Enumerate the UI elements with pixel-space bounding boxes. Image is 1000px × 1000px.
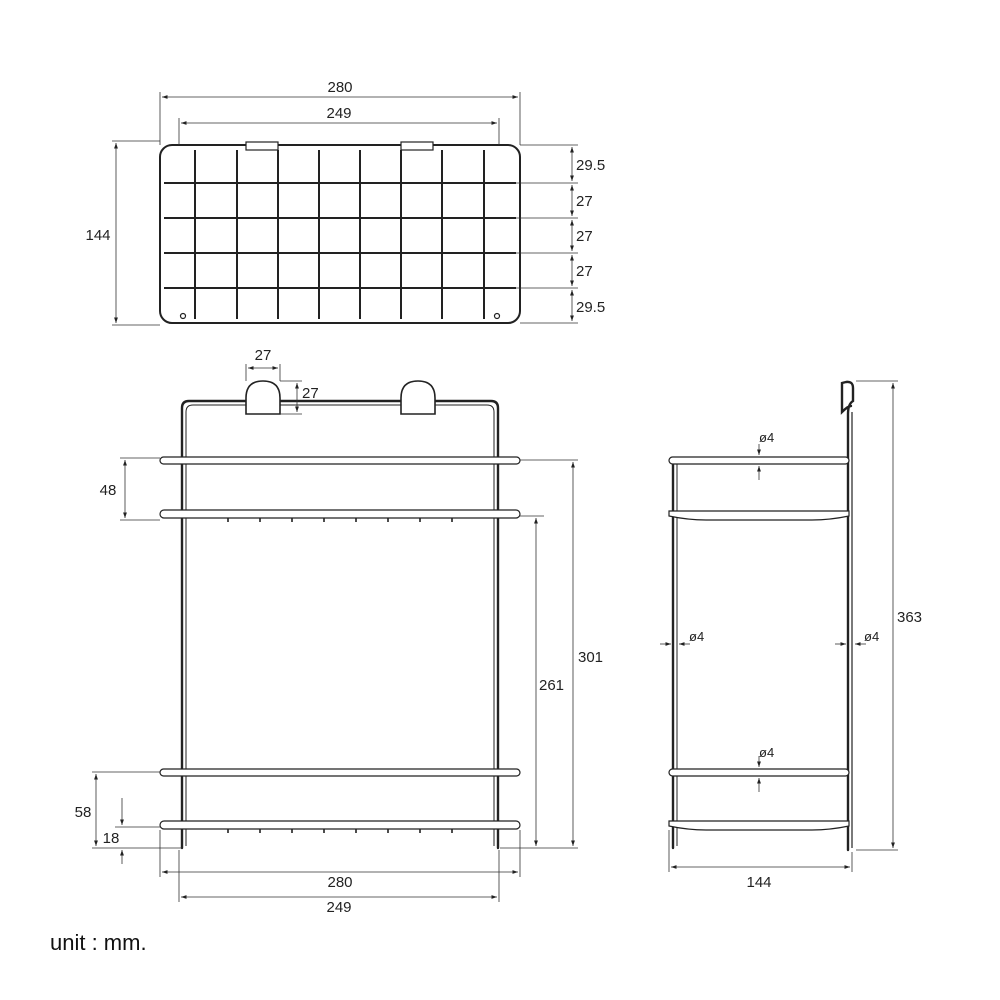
rod-dia-bottom: ø4 [759, 745, 774, 760]
rail-height-outer-label: 301 [578, 649, 603, 666]
top-view-frame [159, 144, 521, 324]
rod-dia-left: ø4 [689, 629, 704, 644]
shelf-3 [159, 768, 521, 777]
front-view: 27 27 48 301 261 58 18 280 [75, 347, 603, 916]
row-dim-2: 27 [576, 193, 593, 210]
top-width-outer-label: 280 [327, 79, 352, 96]
rod-dia-right: ø4 [864, 629, 879, 644]
side-shelf-4 [668, 820, 850, 831]
side-back-rail [840, 380, 855, 852]
front-width-outer-label: 280 [327, 874, 352, 891]
hook-width-label: 27 [255, 347, 272, 364]
shelf-4 [159, 820, 521, 830]
shelf-gap-label: 48 [100, 482, 117, 499]
side-shelf-3 [668, 768, 850, 777]
bottom-gap-label: 58 [75, 804, 92, 821]
hook-right [400, 380, 436, 415]
side-height-label: 363 [897, 609, 922, 626]
screw-hole-left [179, 312, 187, 320]
side-shelf-2 [668, 510, 850, 521]
side-depth-label: 144 [746, 874, 771, 891]
hook-tab-right [400, 141, 434, 151]
foot-label: 18 [103, 830, 120, 847]
top-view: 280 249 144 29.5 27 27 27 29.5 [85, 79, 605, 326]
shelf-2-ticks [227, 518, 453, 522]
shelf-4-ticks [227, 829, 453, 833]
row-dim-5: 29.5 [576, 299, 605, 316]
rod-dia-top: ø4 [759, 430, 774, 445]
row-dim-1: 29.5 [576, 157, 605, 174]
row-dim-4: 27 [576, 263, 593, 280]
front-width-inner-label: 249 [326, 899, 351, 916]
hook-height-label: 27 [302, 385, 319, 402]
front-frame [180, 399, 500, 850]
top-depth-label: 144 [85, 227, 110, 244]
hook-left [245, 380, 281, 415]
top-view-grid [164, 150, 516, 319]
side-shelf-1 [668, 456, 850, 465]
rail-height-inner-label: 261 [539, 677, 564, 694]
shelf-1 [159, 456, 521, 465]
side-view: ø4 ø4 ø4 ø4 363 144 [660, 380, 922, 891]
screw-hole-right [493, 312, 501, 320]
row-dim-3: 27 [576, 228, 593, 245]
shelf-2 [159, 509, 521, 519]
unit-note: unit : mm. [50, 930, 147, 955]
top-width-inner-label: 249 [326, 105, 351, 122]
hook-tab-left [245, 141, 279, 151]
